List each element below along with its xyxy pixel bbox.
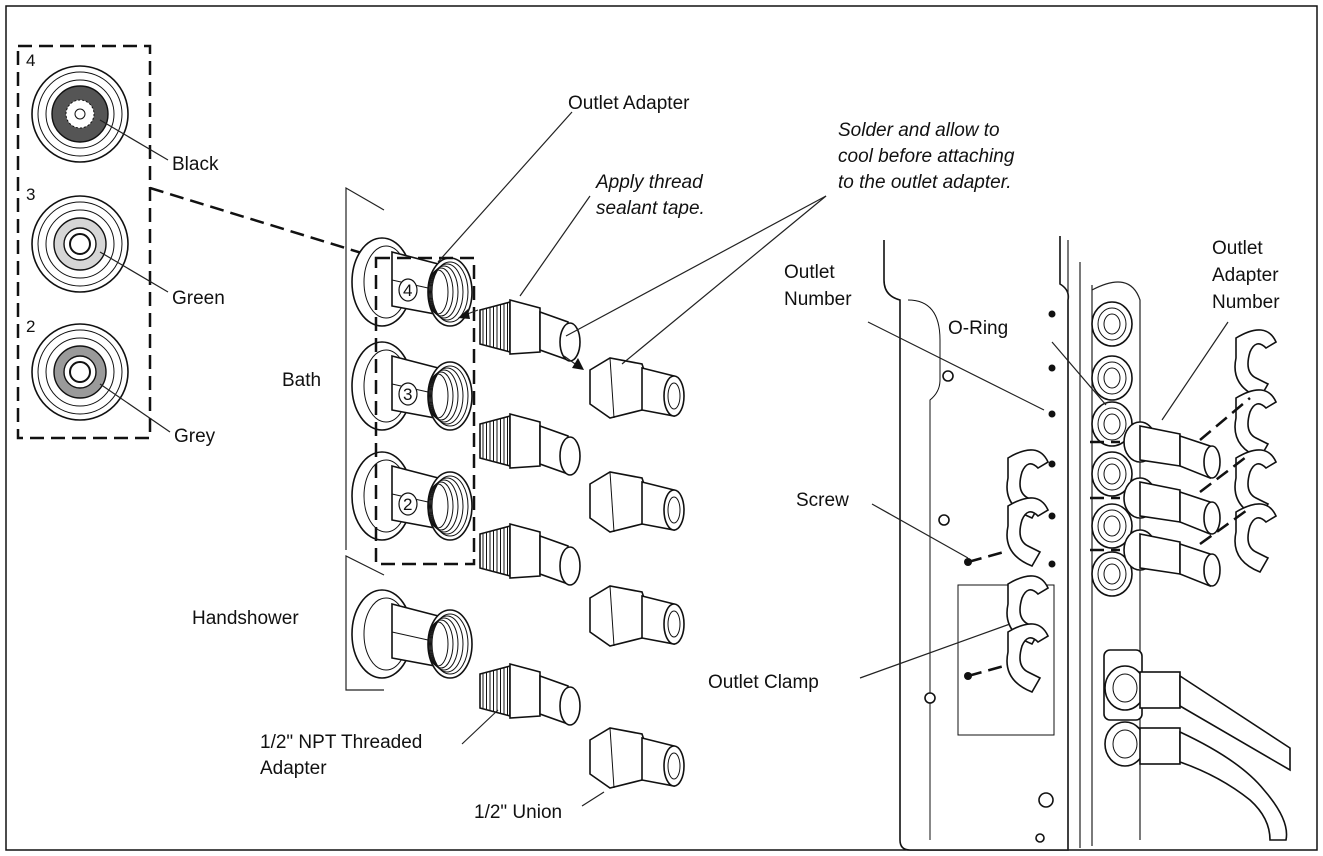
panel-outlet	[1048, 551, 1133, 597]
threaded-adapter	[479, 662, 581, 726]
screws	[964, 550, 1005, 680]
label-sealant-tape: sealant tape.	[596, 198, 705, 219]
panel-outlet	[1048, 503, 1133, 549]
outlet-number-dot	[1048, 560, 1056, 568]
screw-icon	[964, 672, 972, 680]
label-outlet-adapter-number-1: Outlet	[1212, 238, 1263, 259]
adapter-number-label: 2	[403, 495, 412, 514]
union	[589, 585, 685, 647]
outlet-clamp	[1234, 503, 1278, 574]
label-outlet-adapter-number-2: Adapter	[1212, 265, 1279, 286]
outlet-clamp	[1234, 389, 1278, 460]
label-outlet-adapter: Outlet Adapter	[568, 93, 690, 114]
supply-fittings	[1103, 649, 1291, 841]
label-outlet-adapter-number-3: Number	[1212, 292, 1280, 313]
label-handshower: Handshower	[192, 608, 299, 629]
outlet-adapter: 4	[351, 237, 473, 327]
label-outlet-clamp: Outlet Clamp	[708, 672, 819, 693]
outlet-number-dot	[1048, 364, 1056, 372]
outlet-assembly-exploded: 4 3 2	[345, 186, 685, 789]
outlet-number-dot	[1048, 460, 1056, 468]
bath-bracket	[345, 186, 385, 550]
label-apply-thread: Apply thread	[595, 172, 704, 193]
outlet-adapters: 4 3 2	[351, 237, 473, 679]
legend-number: 4	[26, 51, 35, 70]
label-green: Green	[172, 288, 225, 309]
panel-outlet	[1048, 401, 1133, 447]
outlet-clamp	[1006, 623, 1050, 694]
panel-outlets	[1048, 301, 1133, 597]
label-black: Black	[172, 154, 219, 175]
handshower-bracket	[345, 555, 385, 691]
outlet-number-dot	[1048, 410, 1056, 418]
legend-number: 3	[26, 185, 35, 204]
union	[589, 471, 685, 533]
legend-item-2: 2 Grey	[26, 317, 216, 447]
outlet-adapter	[351, 589, 473, 679]
outlet-clamps-exploded	[1199, 329, 1278, 574]
outlet-adapter: 3	[351, 341, 473, 431]
leader-lines	[437, 111, 1229, 807]
panel-recess	[957, 584, 1055, 736]
threaded-adapters	[479, 298, 581, 726]
label-o-ring: O-Ring	[948, 318, 1008, 339]
frame-border	[5, 5, 1318, 851]
outlet-clamp	[1006, 497, 1050, 568]
outlet-clamps-installed	[1006, 449, 1050, 694]
outlet-clamp	[1234, 329, 1278, 400]
color-legend: 4 Black 3 Green 2	[16, 44, 379, 447]
adapter-number-label: 3	[403, 385, 412, 404]
legend-dashed-box	[16, 44, 152, 440]
label-solder-3: to the outlet adapter.	[838, 172, 1012, 193]
exploded-adapter	[1090, 477, 1221, 536]
label-grey: Grey	[174, 426, 216, 447]
unions	[589, 357, 685, 789]
outlet-adapter: 2	[351, 451, 473, 541]
outlet-adapters-exploded	[1090, 421, 1221, 588]
legend-item-3: 3 Green	[26, 185, 225, 309]
exploded-adapter	[1090, 529, 1221, 588]
label-solder-2: cool before attaching	[838, 146, 1015, 167]
label-screw: Screw	[796, 490, 849, 511]
label-solder-1: Solder and allow to	[838, 120, 1000, 141]
label-union: 1/2" Union	[474, 802, 562, 823]
threaded-adapter	[479, 298, 581, 362]
label-npt-1: 1/2" NPT Threaded	[260, 732, 422, 753]
union	[589, 357, 685, 419]
outlet-number-dot	[1048, 310, 1056, 318]
panel-outlet	[1048, 301, 1133, 347]
legend-callout-line	[149, 186, 379, 260]
panel-outlet	[1048, 451, 1133, 497]
adapter-dashed-box	[374, 256, 476, 566]
threaded-adapter	[479, 522, 581, 586]
threaded-adapter	[479, 412, 581, 476]
adapter-number-label: 4	[403, 281, 412, 300]
outlet-number-dot	[1048, 512, 1056, 520]
label-outlet-number-1: Outlet	[784, 262, 835, 283]
valve-body-panel	[883, 236, 1291, 851]
label-outlet-number-2: Number	[784, 289, 852, 310]
union	[589, 727, 685, 789]
label-npt-2: Adapter	[260, 758, 327, 779]
exploded-adapter	[1090, 421, 1221, 480]
label-bath: Bath	[282, 370, 321, 391]
screw-icon	[964, 558, 972, 566]
legend-number: 2	[26, 317, 35, 336]
panel-outlet	[1048, 355, 1133, 401]
legend-item-4: 4 Black	[26, 51, 219, 175]
